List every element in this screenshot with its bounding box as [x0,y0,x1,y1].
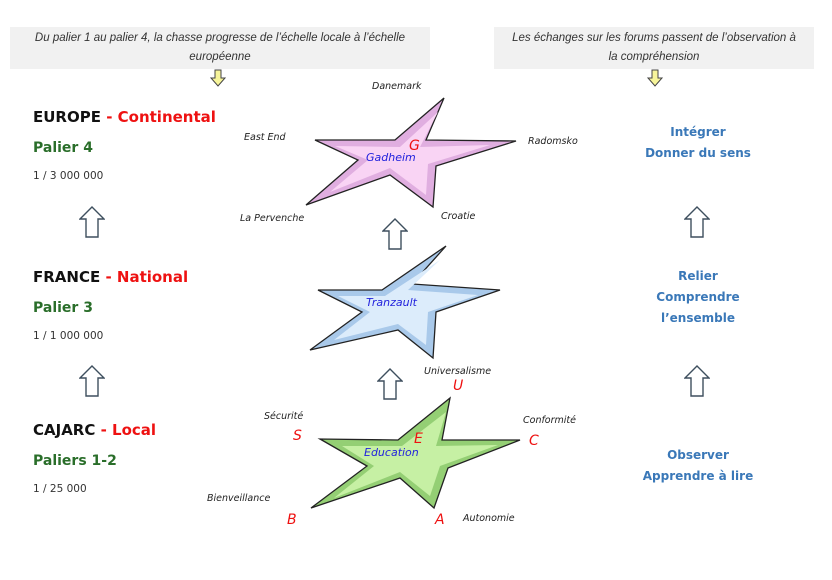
point-label: Radomsko [528,136,578,147]
level-cajarc: CAJARC - Local Paliers 1-2 1 / 25 000 [33,421,253,495]
level-scope: - Local [95,421,157,439]
star-name: Gadheim [366,151,416,164]
star-tranzault: Tranzault [309,245,501,360]
value-label: Autonomie [462,513,515,524]
level-scale: 1 / 1 000 000 [33,330,104,342]
level-scale: 1 / 3 000 000 [33,170,104,182]
action-text: Intégrer [670,125,726,139]
banner-right-line2: la compréhension [608,51,700,63]
banner-right: Les échanges sur les forums passent de l… [494,27,814,69]
actions-bottom: Observer Apprendre à lire [618,445,778,487]
action-text: Comprendre [656,290,740,304]
level-palier: Palier 3 [33,300,93,316]
up-arrow-icon [684,365,710,397]
banner-left: Du palier 1 au palier 4, la chasse progr… [10,27,430,69]
action-text: l’ensemble [661,311,735,325]
up-arrow-icon [684,206,710,238]
value-label: Conformité [523,415,576,426]
action-text: Apprendre à lire [642,469,754,483]
star-name: Tranzault [366,296,418,309]
point-label: La Pervenche [240,213,304,224]
star-education: Universalisme U Sécurité S Conformité C … [207,366,576,528]
point-label: Croatie [441,211,476,222]
value-letter: C [529,433,539,449]
value-letter: U [453,378,463,394]
up-arrow-icon [382,218,408,250]
action-text: Observer [667,448,729,462]
value-letter: B [287,512,297,528]
level-palier: Paliers 1-2 [33,453,117,469]
banner-left-line1: Du palier 1 au palier 4, la chasse progr… [34,32,406,44]
star-gadheim: Danemark East End Radomsko La Pervenche … [240,81,578,224]
level-title: FRANCE - National [33,268,253,286]
actions-middle: Relier Comprendre l’ensemble [618,266,778,329]
level-title: EUROPE - Continental [33,108,253,126]
level-place: CAJARC [33,421,96,439]
yellow-down-arrow-icon [647,69,663,87]
value-letter: A [434,512,445,528]
star-letter: E [414,431,423,447]
point-label: Danemark [372,81,422,92]
star-letter: G [409,138,420,154]
up-arrow-icon [79,365,105,397]
banner-left-line2: européenne [189,51,251,63]
yellow-down-arrow-icon [210,69,226,87]
value-label: Sécurité [264,411,303,422]
level-place: FRANCE [33,268,101,286]
up-arrow-icon [79,206,105,238]
level-scope: - National [100,268,189,286]
level-scope: - Continental [100,108,216,126]
action-text: Donner du sens [645,146,751,160]
level-palier: Palier 4 [33,140,93,156]
level-france: FRANCE - National Palier 3 1 / 1 000 000 [33,268,253,342]
level-scale: 1 / 25 000 [33,483,87,495]
point-label: East End [244,132,287,143]
action-text: Relier [678,269,718,283]
banner-right-line1: Les échanges sur les forums passent de l… [512,32,796,44]
level-europe: EUROPE - Continental Palier 4 1 / 3 000 … [33,108,253,182]
value-label: Universalisme [424,366,491,377]
level-place: EUROPE [33,108,101,126]
actions-top: Intégrer Donner du sens [618,122,778,164]
up-arrow-icon [377,368,403,400]
star-name: Education [364,446,419,459]
value-letter: S [293,428,302,444]
value-label: Bienveillance [207,493,270,504]
level-title: CAJARC - Local [33,421,253,439]
